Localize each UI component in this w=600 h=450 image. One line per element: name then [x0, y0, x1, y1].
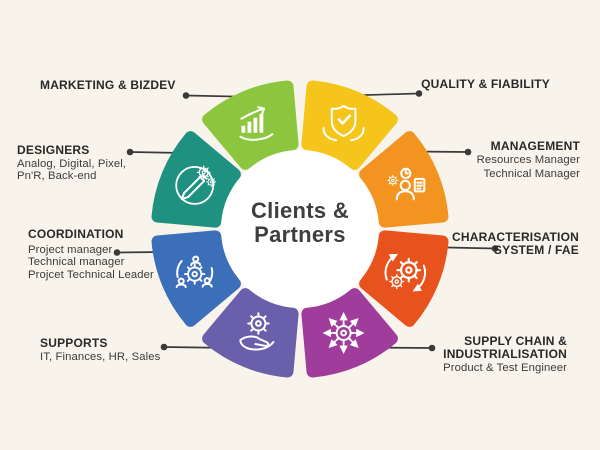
section-title: QUALITY & FIABILITY: [421, 77, 550, 91]
connector-dot-supports: [160, 343, 168, 351]
section-title-line2: SYSTEM / FAE: [493, 243, 579, 257]
center-circle: [221, 150, 379, 308]
segment-supports: [202, 288, 299, 378]
section-title: COORDINATION: [28, 227, 124, 241]
gear-network-arrows-icon: [322, 311, 365, 355]
section-subtitle: Projcet Technical Leader: [28, 268, 154, 281]
section-subtitle: Technical manager: [28, 256, 125, 269]
segment-management: [359, 131, 449, 228]
label-designers: DESIGNERS Analog, Digital, Pixel, Pn'R, …: [17, 144, 126, 183]
segment-characterisation: [359, 230, 449, 327]
segment-quality-fiability: [301, 80, 398, 170]
section-subtitle: Pn'R, Back-end: [17, 170, 97, 183]
pencil-gears-icon: [175, 165, 217, 205]
section-subtitle: Resources Manager: [476, 154, 580, 166]
wheel-segments: [151, 80, 449, 378]
section-title: MARKETING & BIZDEV: [40, 78, 176, 92]
segment-coordination: [151, 230, 241, 327]
center-title-line2: Partners: [254, 222, 346, 247]
section-title-line2: INDUSTRIALISATION: [443, 347, 567, 361]
connector-dot-marketing: [182, 92, 190, 99]
hand-holding-gear-icon: [239, 312, 275, 351]
label-supports: SUPPORTS IT, Finances, HR, Sales: [40, 337, 160, 364]
segment-icons: [175, 105, 427, 355]
section-subtitle: Product & Test Engineer: [443, 362, 567, 374]
section-title: SUPPLY CHAIN &: [464, 334, 567, 348]
section-subtitle: IT, Finances, HR, Sales: [40, 351, 161, 363]
label-characterisation-system-fae: CHARACTERISATION SYSTEM / FAE: [452, 231, 579, 257]
segment-designers: [151, 131, 241, 228]
section-subtitle: Technical Manager: [483, 167, 580, 180]
team-gears-icon: [175, 255, 214, 289]
section-subtitle: Analog, Digital, Pixel,: [17, 158, 127, 170]
connector-dot-designers: [126, 148, 134, 156]
label-supply-chain-industrialisation: SUPPLY CHAIN & INDUSTRIALISATION Product…: [443, 335, 567, 375]
connector-dot-quality: [415, 90, 423, 97]
shield-check-hands-icon: [322, 105, 365, 142]
section-title: SUPPORTS: [40, 336, 108, 350]
connector-dots: [113, 90, 499, 352]
label-coordination: COORDINATION Project manager Technical m…: [28, 228, 154, 281]
section-subtitle: Project manager: [28, 244, 113, 256]
center-title: Clients & Partners: [200, 199, 400, 247]
growth-chart-hand-icon: [239, 106, 274, 141]
section-title: CHARACTERISATION: [452, 230, 579, 244]
connector-dot-coordination: [113, 249, 121, 256]
label-quality-fiability: QUALITY & FIABILITY: [421, 78, 550, 91]
connector-dot-supply: [428, 344, 436, 352]
label-management: MANAGEMENT Resources Manager Technical M…: [477, 140, 580, 181]
label-marketing-bizdev: MARKETING & BIZDEV: [40, 79, 176, 92]
gears-cycle-icon: [384, 253, 427, 292]
connector-dot-characterisation: [491, 245, 499, 252]
section-title: DESIGNERS: [17, 143, 90, 157]
manager-schedule-icon: [387, 167, 426, 201]
section-title: MANAGEMENT: [490, 139, 580, 153]
connector-dot-management: [464, 148, 472, 156]
center-title-line1: Clients &: [250, 198, 350, 223]
